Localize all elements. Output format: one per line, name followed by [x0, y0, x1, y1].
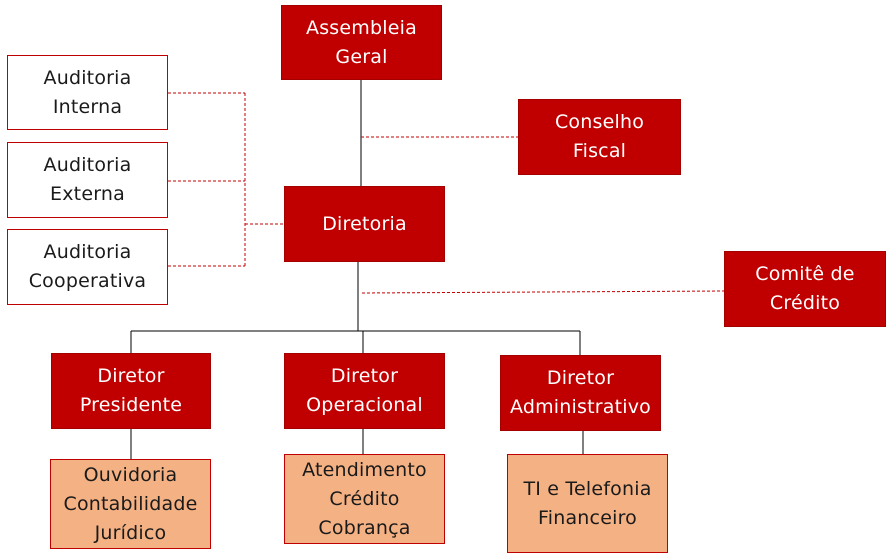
auditoria-interna-box: Auditoria Interna	[7, 55, 168, 130]
diretor-administrativo-line-1: Diretor	[546, 367, 615, 389]
diretoria-box: Diretoria	[284, 186, 445, 262]
depto-ti-telefonia: TI e Telefonia	[523, 477, 652, 500]
conselho-fiscal-line-1: Conselho	[554, 111, 645, 133]
depto-ouvidoria: Ouvidoria	[83, 463, 178, 486]
depto-cobranca: Cobrança	[318, 516, 411, 539]
departamentos-operacional-box: Atendimento Crédito Cobrança	[284, 454, 445, 544]
depto-financeiro: Financeiro	[538, 506, 637, 529]
diretor-presidente-line-2: Presidente	[79, 394, 183, 416]
auditoria-externa-line-2: Externa	[50, 183, 125, 205]
auditoria-externa-box: Auditoria Externa	[7, 142, 168, 218]
auditoria-interna-line-2: Interna	[52, 95, 123, 118]
departamentos-presidente-box: Ouvidoria Contabilidade Jurídico	[50, 459, 211, 549]
assembleia-geral-box: Assembleia Geral	[281, 5, 442, 80]
comite-credito-line-1: Comitê de	[755, 263, 855, 285]
diretor-presidente-line-1: Diretor	[97, 365, 165, 387]
diretoria-label: Diretoria	[322, 212, 407, 235]
diretor-administrativo-line-2: Administrativo	[509, 396, 652, 418]
comite-credito-box: Comitê de Crédito	[724, 251, 886, 327]
assembleia-geral-line-1: Assembleia	[306, 16, 417, 39]
diretor-operacional-line-1: Diretor	[330, 365, 399, 387]
conselho-fiscal-box: Conselho Fiscal	[518, 99, 681, 175]
assembleia-geral-line-2: Geral	[335, 45, 388, 68]
auditoria-cooperativa-line-1: Auditoria	[43, 241, 132, 263]
auditoria-cooperativa-line-2: Cooperativa	[28, 270, 147, 292]
departamentos-administrativo-box: TI e Telefonia Financeiro	[507, 454, 668, 553]
diretor-operacional-line-2: Operacional	[306, 394, 423, 416]
diretor-operacional-box: Diretor Operacional	[284, 353, 445, 429]
diretor-presidente-box: Diretor Presidente	[51, 353, 211, 429]
conselho-fiscal-line-2: Fiscal	[572, 140, 627, 162]
line-comite-credito	[361, 290, 725, 294]
auditoria-interna-line-1: Auditoria	[43, 66, 132, 89]
diretor-administrativo-box: Diretor Administrativo	[500, 355, 661, 431]
comite-credito-line-2: Crédito	[769, 292, 841, 314]
depto-credito: Crédito	[329, 487, 400, 510]
depto-contabilidade: Contabilidade	[63, 492, 198, 515]
depto-atendimento: Atendimento	[302, 458, 427, 481]
auditoria-externa-line-1: Auditoria	[43, 154, 132, 176]
auditoria-cooperativa-box: Auditoria Cooperativa	[7, 229, 168, 305]
depto-juridico: Jurídico	[94, 521, 167, 544]
